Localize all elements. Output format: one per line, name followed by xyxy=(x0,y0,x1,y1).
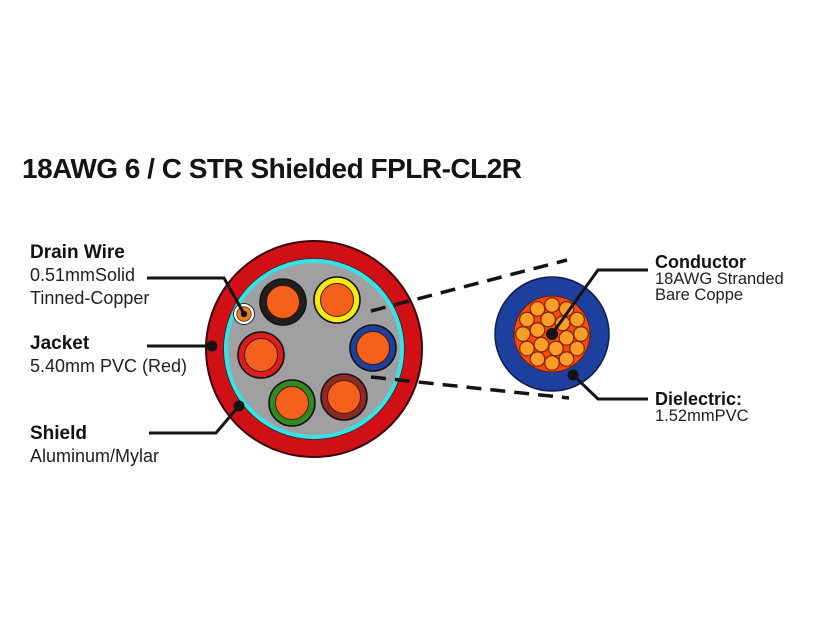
jacket-label-line1: 5.40mm PVC (Red) xyxy=(30,356,188,376)
dielectric-label-title: Dielectric: xyxy=(655,389,743,409)
shield-label-line1: Aluminum/Mylar xyxy=(30,446,160,466)
leader-lines xyxy=(147,268,648,435)
strand xyxy=(515,326,531,342)
strand xyxy=(540,311,557,328)
strand xyxy=(544,355,560,371)
drain-wire-label-line1: 0.51mmSolid xyxy=(30,265,136,285)
conductor-green xyxy=(268,379,316,427)
strand xyxy=(558,329,575,346)
jacket-label: Jacket 5.40mm PVC (Red) xyxy=(30,332,187,378)
conductor-red xyxy=(237,331,285,379)
strand xyxy=(569,340,586,357)
conductor-label-line1: 18AWG Stranded xyxy=(655,270,784,288)
drain-wire-dot xyxy=(240,310,248,318)
conductor-yellow-core xyxy=(320,283,354,317)
strand xyxy=(558,351,575,368)
drain-wire-leader xyxy=(147,276,245,313)
strand xyxy=(518,311,535,328)
strand xyxy=(518,340,535,357)
drain-wire-label-title: Drain Wire xyxy=(30,242,125,263)
strand xyxy=(533,336,550,353)
strand xyxy=(529,322,546,339)
conductor-green-core xyxy=(275,386,309,420)
copper-strands xyxy=(515,297,589,371)
drain-wire xyxy=(233,303,255,325)
conductor-black-core xyxy=(266,285,300,319)
conductor-blue-core xyxy=(356,331,390,365)
jacket-label-title: Jacket xyxy=(30,333,90,354)
dielectric-label: Dielectric: 1.52mmPVC xyxy=(655,390,749,425)
strand xyxy=(547,340,564,357)
shield-label: Shield Aluminum/Mylar xyxy=(30,422,159,468)
strand xyxy=(529,351,546,368)
dielectric-leader xyxy=(571,373,648,401)
conductor-label-line2: Bare Coppe xyxy=(655,285,744,304)
conductor-label-title: Conductor xyxy=(655,252,746,272)
strand xyxy=(554,315,571,332)
zoom-dash-lower xyxy=(370,375,570,400)
main-cable-cross-section xyxy=(205,240,423,458)
conductor-anchor-dot xyxy=(546,328,558,340)
conductor-brown xyxy=(320,373,368,421)
conductor-yellow xyxy=(313,276,361,324)
shield-anchor-dot xyxy=(233,400,245,412)
strand xyxy=(573,326,589,342)
shield-leader xyxy=(149,406,240,435)
conductor-brown-core xyxy=(327,380,361,414)
drain-wire-label-line2: Tinned-Copper xyxy=(30,288,150,308)
zoom-dash-upper xyxy=(370,258,568,313)
jacket-anchor-dot xyxy=(206,340,218,352)
conductor-red-core xyxy=(244,338,278,372)
page-title: 18AWG 6 / C STR Shielded FPLR-CL2R xyxy=(22,153,522,184)
dielectric-anchor-dot xyxy=(567,369,579,381)
shield-label-title: Shield xyxy=(30,423,88,444)
dielectric-label-line1: 1.52mmPVC xyxy=(655,407,749,425)
conductor-label: Conductor 18AWG Stranded Bare Coppe xyxy=(655,253,784,303)
strand xyxy=(544,297,560,313)
conductor-blue xyxy=(349,324,397,372)
strand xyxy=(529,300,546,317)
strand xyxy=(569,311,586,328)
conductor-leader xyxy=(550,268,648,335)
drain-wire-label: Drain Wire 0.51mmSolid Tinned-Copper xyxy=(30,241,149,310)
conductor-black xyxy=(259,278,307,326)
